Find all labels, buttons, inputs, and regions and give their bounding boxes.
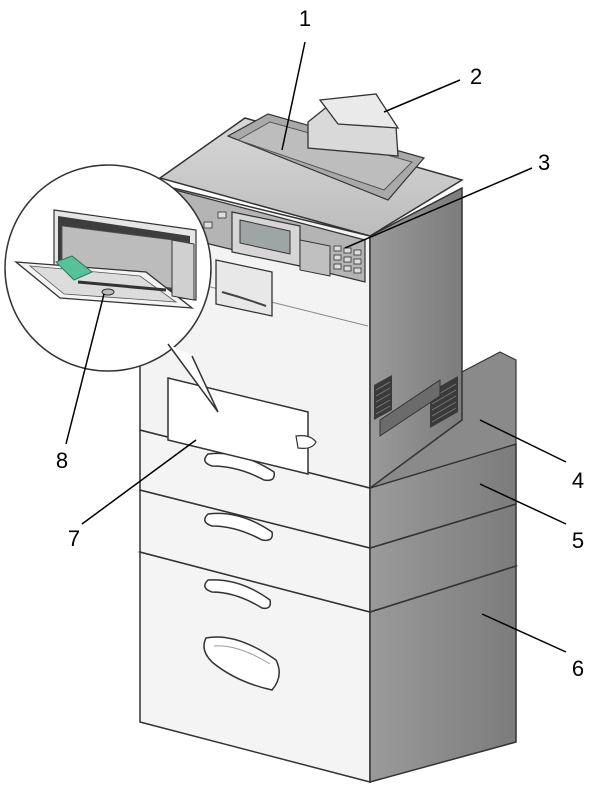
feeder-detail-inset xyxy=(4,164,219,413)
leader-line-4 xyxy=(479,419,567,463)
leader-line-3 xyxy=(344,167,533,249)
vent-icon xyxy=(374,375,392,420)
callout-leaders xyxy=(65,41,567,653)
callout-number-8: 8 xyxy=(56,448,68,473)
leader-line-1 xyxy=(281,41,306,151)
handle-icon xyxy=(203,636,280,691)
callout-number-1: 1 xyxy=(299,6,311,31)
handle-icon xyxy=(204,512,274,542)
callout-number-4: 4 xyxy=(572,468,584,493)
callout-number-3: 3 xyxy=(538,150,550,175)
leader-line-2 xyxy=(383,79,461,113)
printer-control-panel xyxy=(203,211,362,277)
leader-line-6 xyxy=(481,613,567,653)
callout-labels: 1 2 3 4 5 6 7 8 xyxy=(56,6,584,681)
handle-icon xyxy=(204,579,272,610)
leader-line-7 xyxy=(81,439,197,525)
callout-number-6: 6 xyxy=(572,656,584,681)
multipurpose-feeder-door xyxy=(167,377,317,475)
leader-line-8 xyxy=(65,293,105,445)
callout-number-2: 2 xyxy=(470,64,482,89)
display-icon xyxy=(239,219,291,255)
leader-line-5 xyxy=(479,483,567,525)
callout-number-5: 5 xyxy=(572,528,584,553)
keypad-icon xyxy=(333,245,362,274)
callout-number-7: 7 xyxy=(68,526,80,551)
